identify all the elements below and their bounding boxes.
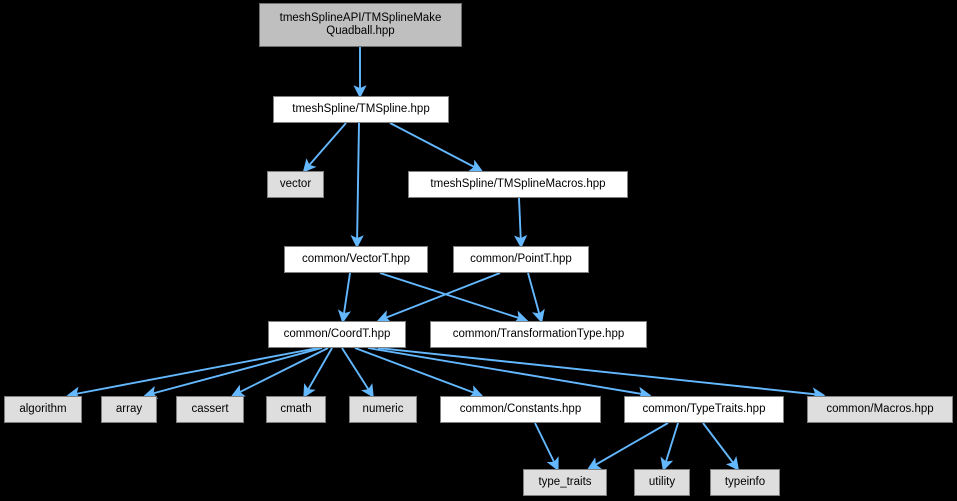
- graph-edge-tmspline-to-tmsmacros: [389, 122, 484, 172]
- graph-edge-coordt-to-constants: [354, 347, 484, 398]
- graph-node-label: algorithm: [19, 402, 67, 415]
- graph-node-label: common/CoordT.hpp: [283, 327, 391, 340]
- graph-node-cassert[interactable]: cassert: [176, 396, 244, 423]
- graph-edge-typetraits-to-type_traits: [587, 422, 669, 470]
- graph-node-array[interactable]: array: [101, 396, 157, 423]
- graph-edge-pointt-to-transtype: [527, 272, 545, 324]
- graph-node-typeinfo[interactable]: typeinfo: [710, 469, 780, 496]
- graph-node-pointt[interactable]: common/PointT.hpp: [453, 246, 589, 273]
- graph-edge-coordt-to-cmath: [303, 347, 333, 398]
- graph-node-label: common/Constants.hpp: [459, 402, 582, 415]
- graph-node-label: tmeshSplineAPI/TMSplineMake Quadball.hpp: [279, 11, 442, 38]
- graph-node-label: cmath: [280, 402, 312, 415]
- graph-node-coordt[interactable]: common/CoordT.hpp: [268, 321, 406, 348]
- graph-edge-vectort-to-coordt: [337, 272, 352, 324]
- graph-node-vectort[interactable]: common/VectorT.hpp: [284, 246, 428, 273]
- graph-node-label: cassert: [191, 402, 229, 415]
- graph-node-label: common/TransformationType.hpp: [452, 327, 625, 340]
- graph-node-label: common/VectorT.hpp: [301, 252, 411, 265]
- graph-node-label: utility: [648, 475, 676, 488]
- graph-node-transtype[interactable]: common/TransformationType.hpp: [430, 321, 647, 348]
- graph-node-label: type_traits: [538, 475, 592, 488]
- graph-edge-typetraits-to-typeinfo: [702, 422, 740, 471]
- graph-node-label: tmeshSpline/TMSplineMacros.hpp: [430, 177, 606, 190]
- graph-node-label: common/TypeTraits.hpp: [642, 402, 766, 415]
- graph-edge-tmspline-to-vectort: [350, 122, 364, 249]
- graph-edge-pointt-to-coordt: [376, 272, 501, 323]
- graph-edge-vectort-to-transtype: [379, 272, 529, 324]
- graph-node-tmsmacros[interactable]: tmeshSpline/TMSplineMacros.hpp: [408, 171, 628, 198]
- graph-node-vector[interactable]: vector: [267, 171, 324, 198]
- graph-node-label: common/PointT.hpp: [470, 252, 572, 265]
- graph-edge-typetraits-to-utility: [660, 422, 679, 472]
- graph-edge-coordt-to-algorithm: [66, 347, 319, 400]
- graph-node-label: tmeshSpline/TMSpline.hpp: [292, 102, 430, 115]
- graph-node-root: tmeshSplineAPI/TMSplineMake Quadball.hpp: [259, 3, 462, 47]
- graph-edge-coordt-to-cassert: [230, 347, 329, 397]
- graph-node-algorithm[interactable]: algorithm: [4, 396, 82, 423]
- graph-node-cmath[interactable]: cmath: [266, 396, 326, 423]
- graph-node-tmspline[interactable]: tmeshSpline/TMSpline.hpp: [273, 96, 449, 123]
- graph-node-label: array: [115, 402, 143, 415]
- graph-edge-tmsmacros-to-pointt: [513, 197, 528, 249]
- graph-node-type_traits[interactable]: type_traits: [523, 469, 607, 496]
- graph-node-label: typeinfo: [724, 475, 766, 488]
- graph-edge-tmspline-to-vector: [302, 122, 347, 173]
- graph-node-label: numeric: [362, 402, 404, 415]
- graph-node-typetraits[interactable]: common/TypeTraits.hpp: [624, 396, 784, 423]
- graph-node-macros[interactable]: common/Macros.hpp: [807, 396, 953, 423]
- graph-node-label: common/Macros.hpp: [826, 402, 934, 415]
- graph-node-numeric[interactable]: numeric: [349, 396, 417, 423]
- graph-edge-coordt-to-numeric: [341, 347, 374, 398]
- graph-edge-constants-to-type_traits: [534, 422, 559, 472]
- graph-node-constants[interactable]: common/Constants.hpp: [440, 396, 601, 423]
- graph-edge-coordt-to-typetraits: [367, 347, 652, 400]
- graph-edge-coordt-to-array: [143, 347, 323, 399]
- graph-node-utility[interactable]: utility: [634, 469, 690, 496]
- graph-edge-coordt-to-macros: [377, 347, 826, 401]
- graph-node-label: vector: [279, 177, 312, 190]
